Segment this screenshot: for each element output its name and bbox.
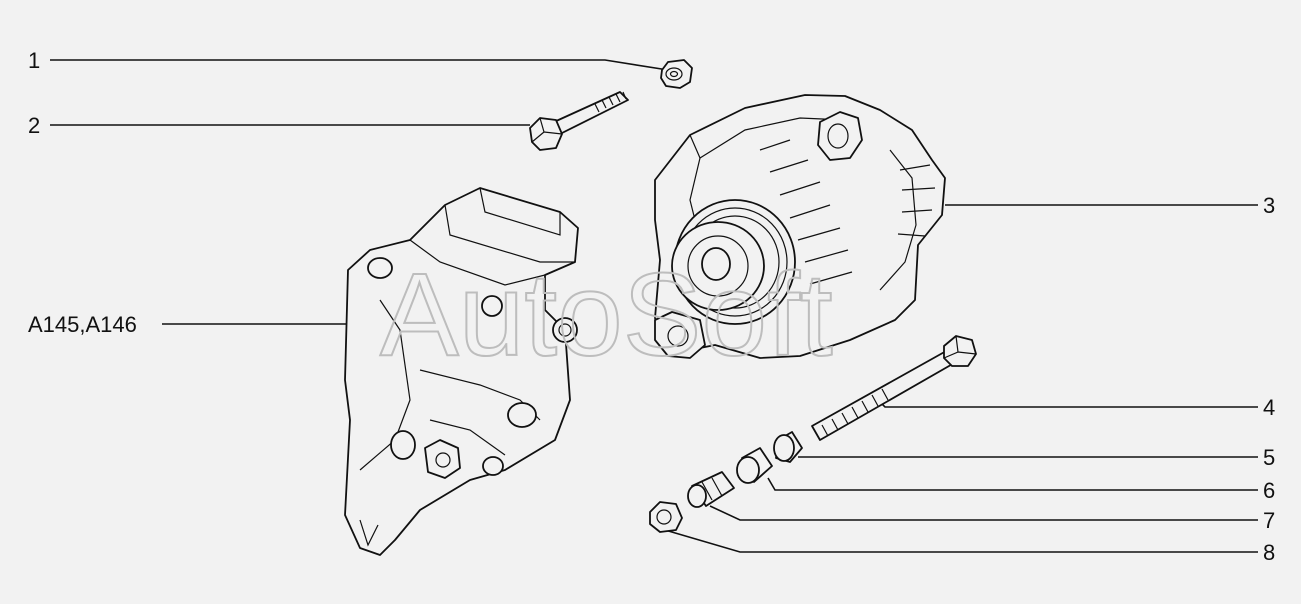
callout-label-1: 1 — [28, 48, 40, 73]
leader-line-4 — [879, 401, 1258, 408]
callout-label-6: 6 — [1263, 478, 1275, 503]
alternator-part-3 — [654, 94, 946, 359]
callout-label-7: 7 — [1263, 508, 1275, 533]
callout-label-2: 2 — [28, 113, 40, 138]
callout-label-3: 3 — [1263, 193, 1275, 218]
leader-line-1 — [50, 59, 669, 71]
leader-line-7 — [709, 505, 1258, 521]
watermark-text: AutoSoft — [380, 249, 833, 381]
callout-label-5: 5 — [1263, 445, 1275, 470]
nut-part-1 — [660, 59, 693, 89]
spacer-part-7 — [687, 471, 735, 508]
bushing-part-5 — [773, 431, 803, 463]
long-bolt-part-4 — [811, 335, 977, 441]
callout-label-bracket: A145,A146 — [28, 312, 137, 337]
leader-line-6 — [767, 477, 1258, 491]
leader-lines — [50, 59, 1258, 553]
nut-part-8 — [649, 501, 683, 533]
sleeve-part-6 — [736, 447, 773, 484]
callout-label-4: 4 — [1263, 395, 1275, 420]
bolt-part-2 — [529, 91, 629, 151]
callout-label-8: 8 — [1263, 540, 1275, 565]
bracket-a145-a146 — [344, 187, 579, 556]
leader-line-8 — [664, 529, 1258, 553]
